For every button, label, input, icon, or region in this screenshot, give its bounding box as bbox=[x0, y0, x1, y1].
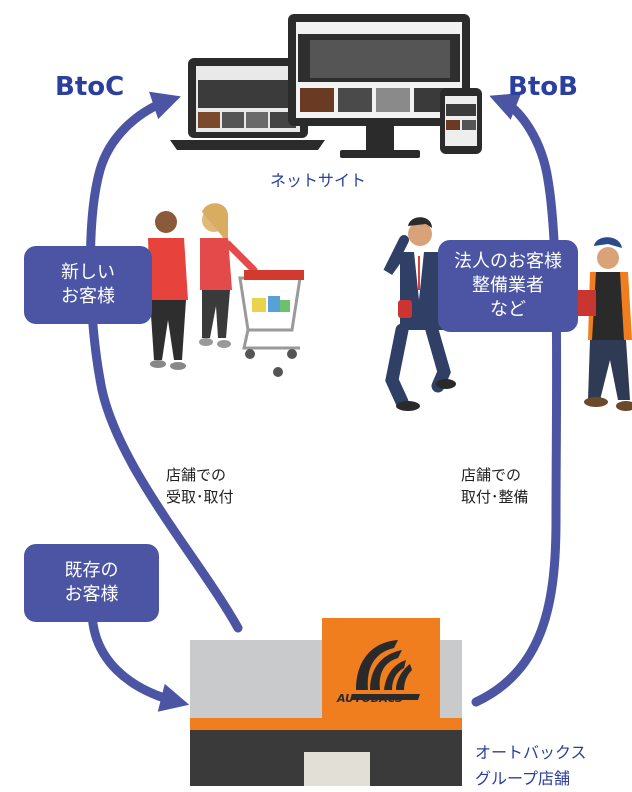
laptop-icon bbox=[170, 58, 325, 150]
store-pickup-label: 店舗での 受取･取付 bbox=[166, 464, 234, 508]
new-customer-line1: 新しい bbox=[61, 262, 115, 283]
shoppers-with-cart-icon bbox=[148, 203, 304, 377]
businessman-phone-icon bbox=[383, 217, 456, 411]
desktop-monitor-icon bbox=[288, 14, 470, 158]
btob-heading: BtoB bbox=[508, 72, 578, 102]
btoc-heading: BtoC bbox=[55, 72, 125, 102]
store-name-label: オートバックス グループ店舗 bbox=[475, 740, 587, 792]
arrow-existing-to-store bbox=[87, 605, 190, 712]
corporate-line2: 整備業者 bbox=[472, 275, 544, 296]
store-service-label: 店舗での 取付･整備 bbox=[461, 464, 529, 508]
existing-customer-box: 既存の お客様 bbox=[24, 544, 159, 622]
store-pickup-line1: 店舗での bbox=[166, 466, 227, 484]
store-pickup-line2: 受取･取付 bbox=[166, 488, 234, 506]
autobacs-logo-icon bbox=[350, 640, 420, 700]
store-name-line2: グループ店舗 bbox=[475, 769, 571, 788]
store-name-line1: オートバックス bbox=[475, 743, 587, 762]
smartphone-icon bbox=[440, 88, 482, 154]
store-service-line2: 取付･整備 bbox=[461, 488, 529, 506]
corporate-line1: 法人のお客様 bbox=[454, 251, 562, 272]
mechanic-icon bbox=[574, 237, 632, 411]
corporate-customer-box: 法人のお客様 整備業者 など bbox=[438, 240, 578, 332]
autobacs-store-icon bbox=[190, 618, 462, 786]
net-site-label: ネットサイト bbox=[270, 171, 367, 190]
arrow-btob bbox=[471, 93, 562, 707]
new-customer-line2: お客様 bbox=[61, 286, 115, 307]
existing-customer-line2: お客様 bbox=[64, 584, 119, 605]
new-customer-box: 新しい お客様 bbox=[24, 246, 152, 324]
store-service-line1: 店舗での bbox=[461, 466, 522, 484]
brand-wordmark: AUTOBACS bbox=[337, 692, 403, 705]
corporate-line3: など bbox=[490, 299, 526, 320]
existing-customer-line1: 既存の bbox=[64, 560, 119, 581]
